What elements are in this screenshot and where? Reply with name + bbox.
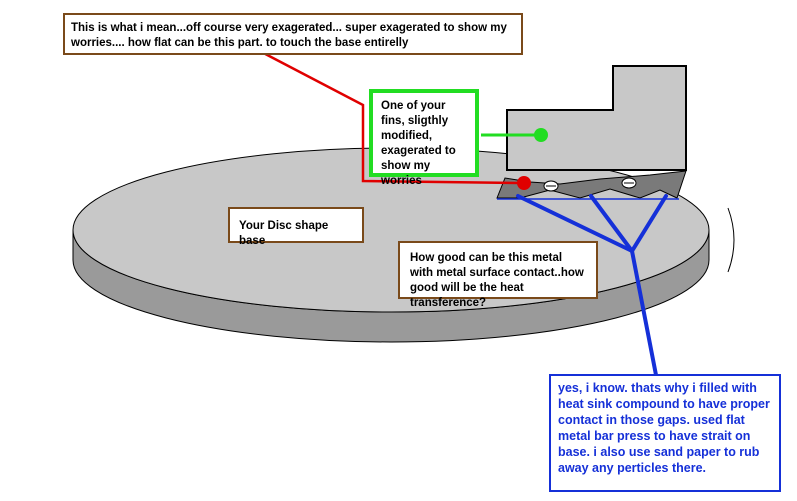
red-pointer-line bbox=[249, 44, 521, 185]
fin-jagged-bottom bbox=[496, 170, 687, 199]
blue-pointer-lines bbox=[516, 194, 668, 377]
screw-icon bbox=[621, 177, 637, 189]
metal-question-note: How good can be this metal with metal su… bbox=[398, 241, 598, 309]
red-contact-dot bbox=[517, 176, 531, 190]
top-caption-note: This is what i mean...off course very ex… bbox=[63, 13, 523, 55]
disc-label-note: Your Disc shape base bbox=[228, 207, 364, 247]
fins-label-note: One of your fins, sligthly modified, exa… bbox=[369, 89, 479, 187]
reply-note: yes, i know. thats why i filled with hea… bbox=[549, 374, 781, 492]
fin-body bbox=[506, 65, 687, 171]
rotation-arc bbox=[727, 207, 735, 273]
screw-icon bbox=[543, 180, 559, 192]
